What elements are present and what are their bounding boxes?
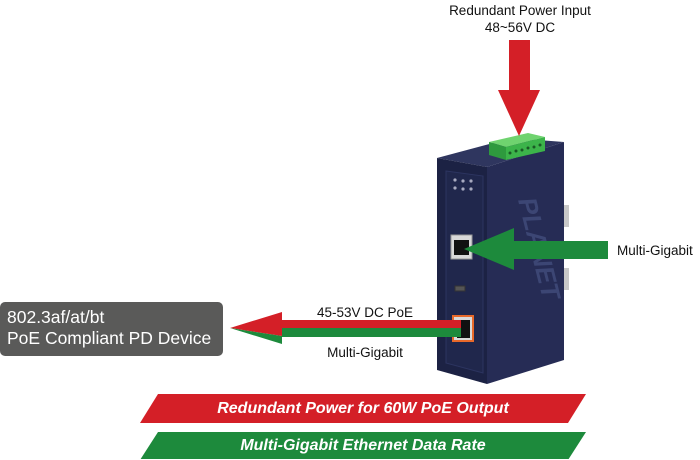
dip-switch	[454, 285, 466, 292]
poe-data-label: Multi-Gigabit	[327, 345, 403, 360]
banner-power-bg	[140, 394, 586, 423]
banner-data: Multi-Gigabit Ethernet Data Rate	[140, 432, 586, 460]
banner-power-text: Redundant Power for 60W PoE Output	[217, 399, 509, 417]
pd-device-box: 802.3af/at/bt PoE Compliant PD Device	[0, 302, 223, 356]
din-rail-clip	[563, 205, 569, 290]
power-input-voltage: 48~56V DC	[484, 20, 556, 35]
banner-power: Redundant Power for 60W PoE Output	[140, 394, 586, 423]
pd-device-standard: 802.3af/at/bt	[7, 307, 105, 327]
power-input-label: Redundant Power Input 48~56V DC	[420, 2, 620, 36]
power-terminal-block	[489, 133, 545, 160]
power-input-arrow	[498, 40, 540, 136]
banner-data-text: Multi-Gigabit Ethernet Data Rate	[240, 437, 486, 454]
uplink-data-arrow	[464, 228, 608, 270]
led-indicators	[453, 178, 473, 191]
poe-power-label: 45-53V DC PoE	[316, 305, 414, 320]
banner-data-bg	[140, 432, 586, 459]
pd-device-description: PoE Compliant PD Device	[7, 328, 212, 348]
uplink-rj45-port	[450, 234, 473, 260]
power-input-title: Redundant Power Input	[449, 3, 591, 18]
uplink-label: Multi-Gigabit	[617, 243, 693, 258]
poe-output-arrow	[230, 312, 461, 344]
